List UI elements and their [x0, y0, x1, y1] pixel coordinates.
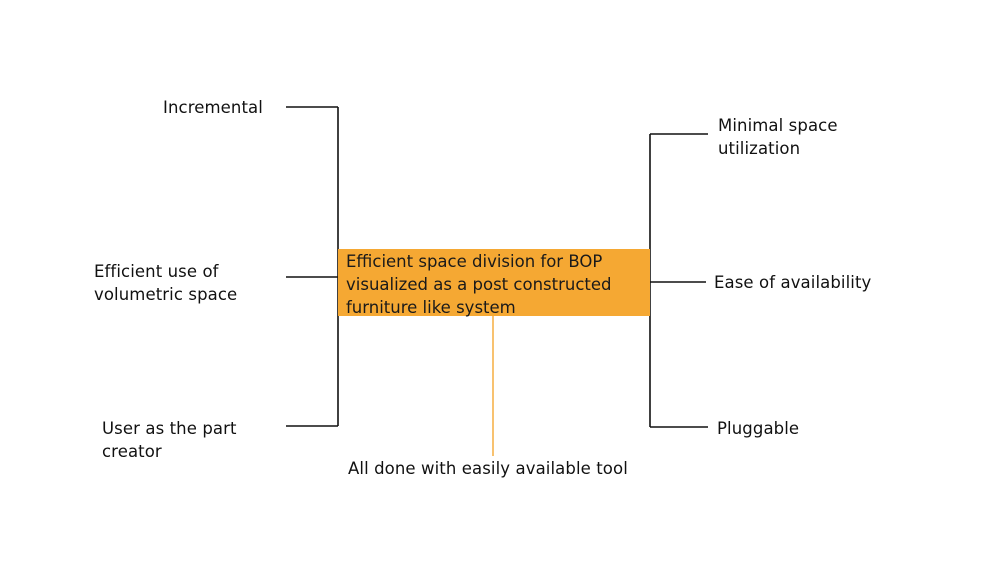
left-item-incremental: Incremental: [163, 98, 263, 117]
right-item-ease-of-availability: Ease of availability: [714, 273, 872, 292]
center-node-label: Efficient space division for BOP visuali…: [346, 252, 612, 317]
right-item-pluggable: Pluggable: [717, 419, 800, 438]
bottom-item-easily-available-tool: All done with easily available tool: [348, 459, 628, 478]
center-node-fill: [338, 249, 650, 316]
right-item-minimal-space: Minimal space utilization: [718, 116, 838, 158]
left-item-volumetric-space: Efficient use of volumetric space: [94, 262, 238, 304]
left-item-user-part-creator: User as the part creator: [102, 419, 237, 461]
